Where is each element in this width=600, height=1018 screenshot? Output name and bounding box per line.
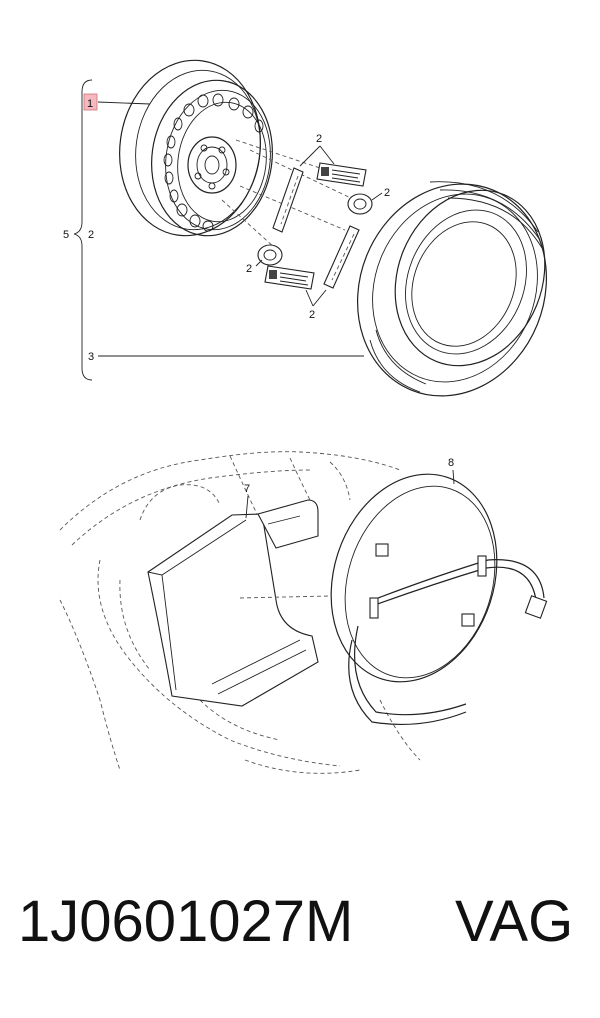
sticker-strip-left <box>272 167 304 233</box>
valve-part-right <box>347 193 373 215</box>
parts-diagram: 1 <box>59 59 548 774</box>
callout-5[interactable]: 5 <box>63 229 69 241</box>
sticker-bottom <box>264 265 315 290</box>
sticker-strip-right <box>323 225 360 289</box>
svg-text:5: 5 <box>63 229 69 241</box>
svg-text:8: 8 <box>448 457 454 469</box>
callout-2-left[interactable]: 2 <box>246 259 263 275</box>
svg-text:2: 2 <box>316 133 322 145</box>
valve-part-left <box>257 244 283 266</box>
svg-text:7: 7 <box>244 483 250 495</box>
sticker-top <box>316 162 367 187</box>
caption: 1J0601027M VAG <box>0 888 600 978</box>
callout-7[interactable]: 7 <box>244 483 250 519</box>
svg-text:2: 2 <box>384 187 390 199</box>
svg-text:3: 3 <box>88 351 94 363</box>
part-number: 1J0601027M <box>18 889 354 954</box>
callout-2-bottom[interactable]: 2 <box>305 289 327 321</box>
callout-1[interactable]: 1 <box>83 93 151 111</box>
spare-wheel-cover <box>330 473 548 726</box>
callout-2-bracket[interactable]: 2 <box>88 229 94 241</box>
tire <box>356 181 548 397</box>
vehicle-trunk-outline <box>59 451 421 774</box>
svg-text:1: 1 <box>87 98 93 110</box>
brand-name: VAG <box>455 889 574 954</box>
callout-2-right[interactable]: 2 <box>371 187 390 201</box>
rim-holes <box>163 93 264 232</box>
callout-8[interactable]: 8 <box>448 457 455 485</box>
callout-2-top[interactable]: 2 <box>299 133 335 167</box>
steel-wheel-rim <box>119 59 273 237</box>
svg-text:2: 2 <box>309 309 315 321</box>
foam-insert <box>147 499 331 707</box>
svg-text:2: 2 <box>246 263 252 275</box>
group-bracket <box>73 79 93 381</box>
callout-3[interactable]: 3 <box>88 351 364 363</box>
svg-text:2: 2 <box>88 229 94 241</box>
